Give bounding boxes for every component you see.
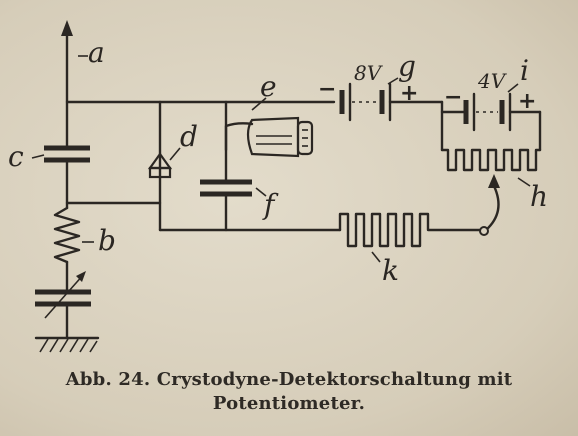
- antenna: [61, 20, 73, 148]
- label-g: g: [398, 50, 416, 83]
- caption-line-2: Potentiometer.: [212, 393, 366, 414]
- label-c: c: [8, 140, 24, 173]
- ground-symbol: [34, 336, 100, 353]
- battery-g-minus: −: [318, 77, 336, 102]
- crystal-detector-d: [147, 152, 173, 179]
- resistor-b: [53, 206, 81, 264]
- label-h: h: [530, 180, 548, 213]
- variable-capacitor: [35, 271, 91, 319]
- potentiometer-wiper: [479, 174, 500, 236]
- tube-e: [224, 116, 314, 158]
- label-e: e: [260, 70, 277, 103]
- battery-i-minus: −: [444, 85, 462, 110]
- potentiometer-h: [440, 148, 542, 172]
- label-a: a: [88, 36, 105, 69]
- figure-caption: Abb. 24. Crystodyne-Detektorschaltung mi…: [0, 368, 578, 416]
- label-k: k: [382, 254, 399, 287]
- battery-g-plus: +: [400, 81, 418, 106]
- label-d: d: [180, 120, 198, 153]
- voltage-8v: 8V: [354, 61, 384, 85]
- battery-i-plus: +: [518, 89, 536, 114]
- coil-k: [338, 212, 482, 248]
- capacitor-f: [200, 179, 252, 197]
- voltage-4v: 4V: [477, 69, 508, 93]
- label-f: f: [262, 188, 279, 221]
- capacitor-c: [44, 145, 90, 163]
- battery-g: [339, 82, 392, 122]
- label-i: i: [520, 54, 529, 87]
- caption-line-1: Abb. 24. Crystodyne-Detektorschaltung mi…: [65, 369, 513, 390]
- label-b: b: [98, 224, 116, 257]
- battery-i: [440, 92, 542, 152]
